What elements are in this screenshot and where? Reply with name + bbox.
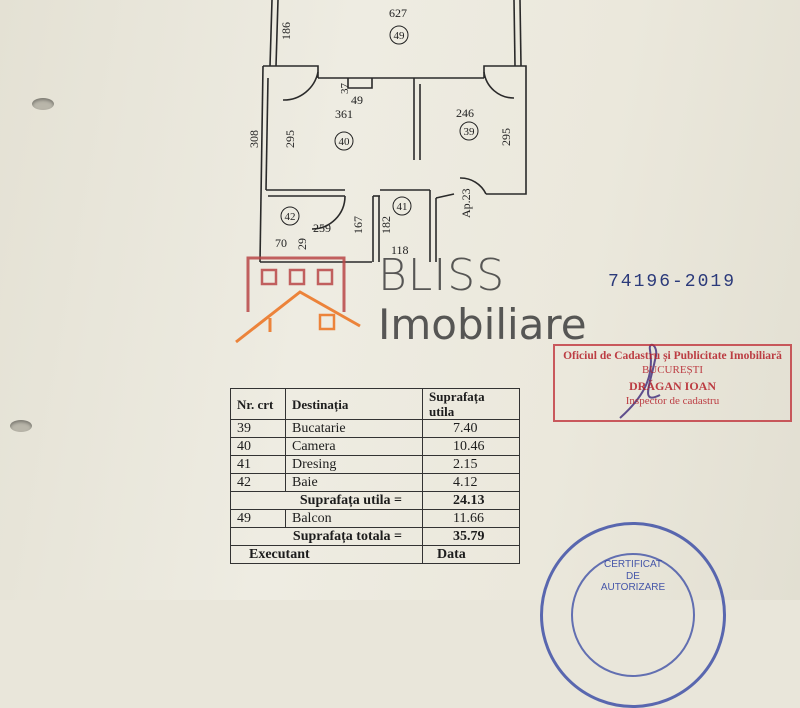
cell-nr: 42 [230, 473, 286, 492]
table-row-executant: Executant Data [230, 545, 520, 564]
surface-table: Nr. crt Destinația Suprafața utila 39 Bu… [230, 388, 520, 564]
table-row-util-total: Suprafața utila = 24.13 [230, 491, 520, 510]
cell-nr: 49 [230, 509, 286, 528]
punch-hole [32, 98, 54, 110]
stamp-name: DRĂGAN IOAN [629, 379, 716, 393]
dim-246: 246 [456, 106, 474, 120]
table-row: 41 Dresing 2.15 [230, 455, 520, 474]
registration-number: 74196-2019 [608, 272, 737, 292]
cell-surface: 7.40 [422, 419, 520, 438]
table-row: 49 Balcon 11.66 [230, 509, 520, 528]
dim-295-left: 295 [283, 130, 297, 148]
cell-surface: 2.15 [422, 455, 520, 474]
authorization-stamp: CERTIFICAT DE AUTORIZARE [540, 522, 726, 708]
stamp-autorizare: AUTORIZARE [600, 582, 666, 593]
stamp-de: DE [626, 571, 640, 582]
dim-308: 308 [247, 130, 261, 148]
dim-186: 186 [279, 22, 293, 40]
table-header-row: Nr. crt Destinația Suprafața utila [230, 388, 520, 420]
stamp-office: Oficiul de Cadastru și Publicitate Imobi… [563, 350, 782, 362]
dim-259: 259 [313, 221, 331, 235]
watermark-title: BLISS [378, 250, 506, 301]
header-surface: Suprafața utila [422, 388, 520, 420]
util-value: 24.13 [422, 491, 520, 510]
header-destination: Destinația [285, 388, 423, 420]
cell-surface: 10.46 [422, 437, 520, 456]
cell-destination: Baie [285, 473, 423, 492]
cell-surface: 11.66 [422, 509, 520, 528]
room-number-49: 49 [394, 30, 406, 42]
dim-361: 361 [335, 107, 353, 121]
watermark-subtitle: Imobiliare [378, 300, 587, 349]
dim-49: 49 [351, 93, 363, 107]
header-nr: Nr. crt [230, 388, 286, 420]
table-row-total: Suprafața totala = 35.79 [230, 527, 520, 546]
dim-295-right: 295 [499, 128, 513, 146]
total-value: 35.79 [422, 527, 520, 546]
label-ap23: Ap.23 [459, 188, 473, 218]
cell-destination: Balcon [285, 509, 423, 528]
cell-destination: Bucatarie [285, 419, 423, 438]
data-label: Data [422, 545, 520, 564]
bliss-logo-icon [235, 256, 361, 344]
cell-nr: 40 [230, 437, 286, 456]
dim-118: 118 [391, 243, 409, 257]
room-number-40: 40 [339, 136, 351, 148]
room-number-42: 42 [285, 211, 296, 223]
stamp-title: Inspector de cadastru [625, 395, 720, 407]
table-row: 39 Bucatarie 7.40 [230, 419, 520, 438]
stamp-certificat: CERTIFICAT [604, 559, 662, 570]
dim-167: 167 [351, 216, 365, 234]
cell-destination: Camera [285, 437, 423, 456]
dim-29: 29 [295, 238, 309, 250]
punch-hole [10, 420, 32, 432]
dim-627: 627 [389, 6, 407, 20]
cell-destination: Dresing [285, 455, 423, 474]
dim-70: 70 [275, 236, 287, 250]
dim-37: 37 [339, 83, 351, 95]
table-row: 40 Camera 10.46 [230, 437, 520, 456]
stamp-city: BUCUREȘTI [641, 364, 704, 376]
util-label: Suprafața utila = [230, 491, 423, 510]
cell-nr: 39 [230, 419, 286, 438]
cell-nr: 41 [230, 455, 286, 474]
cadastre-stamp: Oficiul de Cadastru și Publicitate Imobi… [553, 344, 792, 422]
dim-182: 182 [379, 216, 393, 234]
table-row: 42 Baie 4.12 [230, 473, 520, 492]
floor-plan: 627 186 308 295 295 37 49 361 246 259 16… [235, 0, 661, 419]
cell-surface: 4.12 [422, 473, 520, 492]
total-label: Suprafața totala = [230, 527, 423, 546]
room-number-39: 39 [464, 126, 476, 138]
room-number-41: 41 [397, 201, 408, 213]
executant-label: Executant [230, 545, 423, 564]
